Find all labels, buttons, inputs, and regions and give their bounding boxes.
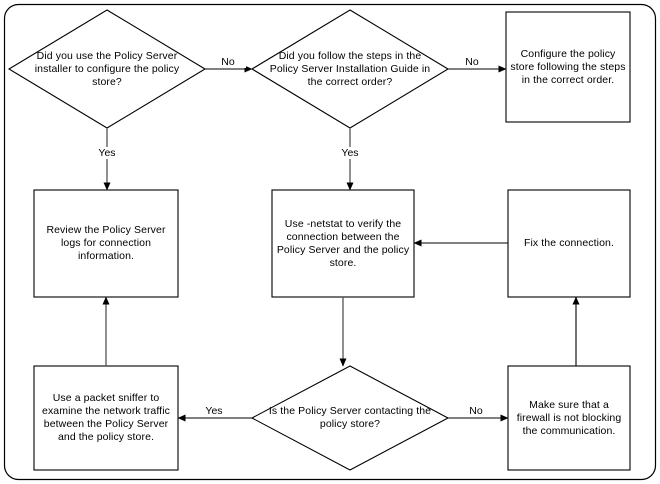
node-shape-b5 <box>33 365 179 471</box>
node-shape-b1 <box>505 11 631 123</box>
node-shape-d3 <box>250 365 450 471</box>
node-b3[interactable] <box>272 190 414 297</box>
edge-label-d2-b3: Yes <box>332 147 368 159</box>
node-d3[interactable] <box>252 366 448 470</box>
edge-label-d3-b6: No <box>458 405 494 417</box>
node-b1[interactable] <box>506 12 630 122</box>
edge-label-d1-d2: No <box>210 56 246 68</box>
edge-label-d3-b5: Yes <box>196 405 232 417</box>
node-shape-b6 <box>507 365 631 471</box>
edge-label-d2-b1: No <box>454 56 490 68</box>
node-d2[interactable] <box>252 10 448 128</box>
node-b2[interactable] <box>34 190 178 297</box>
node-b5[interactable] <box>34 366 178 470</box>
node-b4[interactable] <box>508 190 630 297</box>
node-d1[interactable] <box>9 10 205 128</box>
diagram-outer-border <box>3 3 657 481</box>
edge-label-d1-b2: Yes <box>89 147 125 159</box>
node-shape-b2 <box>33 189 179 298</box>
node-b6[interactable] <box>508 366 630 470</box>
node-shape-b3 <box>271 189 415 298</box>
